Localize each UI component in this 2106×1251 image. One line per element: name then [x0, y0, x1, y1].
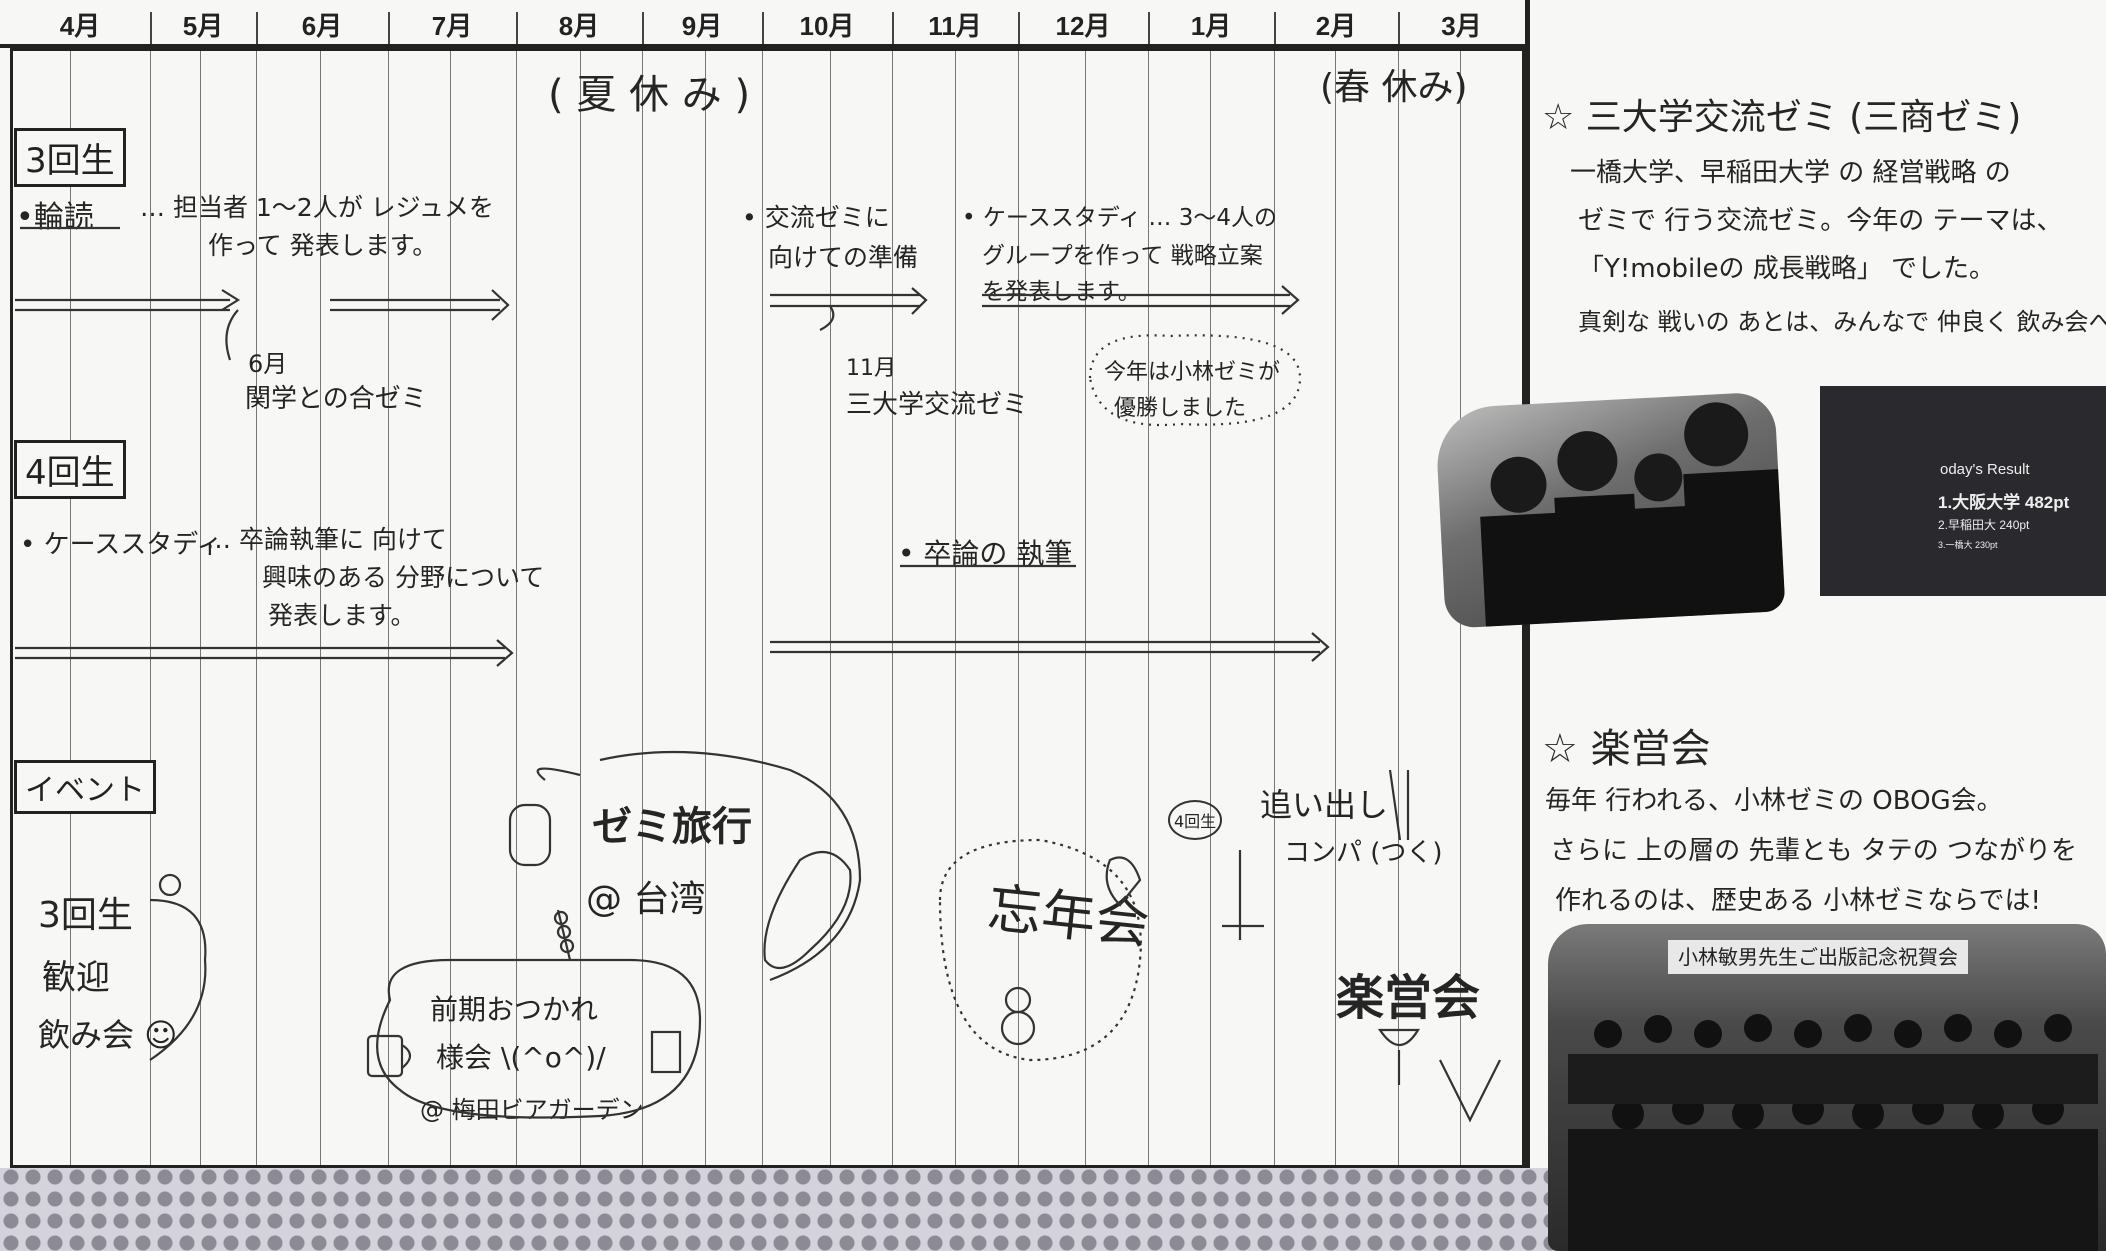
win-bubble-2: 優勝しました [1114, 396, 1247, 421]
welcome-3: 飲み会 ☺ [38, 1016, 178, 1054]
case-study-4-title: • ケーススタディ [20, 530, 223, 560]
kouryu-prep-2: 向けての準備 [768, 243, 919, 272]
case-study-3-1: • ケーススタディ … 3～4人の [962, 205, 1278, 231]
kouryu-text-4: 真剣な 戦いの あとは、みんなで 仲良く 飲み会へ! [1578, 308, 2106, 336]
obog-crowd-silhouettes [1568, 1014, 2098, 1251]
rindoku-desc-1: … 担当者 1～2人が レジュメを [140, 193, 494, 222]
party-3: @ 梅田ビアガーデン [420, 1096, 644, 1124]
month-oct: 10月 [799, 11, 855, 41]
summer-break-label: ( 夏 休 み ) [548, 72, 751, 118]
spring-break-label: (春 休み) [1320, 67, 1468, 108]
trip-title: ゼミ旅行 [592, 804, 752, 850]
month-mar: 3月 [1441, 11, 1482, 41]
celebration-banner: 小林敏男先生ご出版記念祝賀会 [1668, 940, 1968, 974]
month-jul: 7月 [431, 11, 473, 41]
rakueikai-event: 楽営会 [1336, 970, 1481, 1026]
rakueikai-text-3: 作れるのは、歴史ある 小林ゼミならでは! [1555, 886, 2041, 916]
rakueikai-title: ☆ 楽営会 [1542, 726, 1711, 772]
party-1: 前期おつかれ [430, 993, 599, 1026]
timeline-doodles [15, 226, 1501, 1123]
june-note-2: 関学との合ゼミ [245, 384, 427, 414]
thesis-writing: • 卒論の 執筆 [898, 537, 1073, 570]
case-study-3-3: を発表します。 [982, 279, 1141, 305]
month-dec: 12月 [1055, 11, 1111, 41]
kouryu-title: ☆ 三大学交流ゼミ (三商ゼミ) [1542, 97, 2022, 138]
month-aug: 8月 [558, 11, 600, 41]
farewell-badge: 4回生 [1168, 800, 1223, 840]
month-apr: 4月 [59, 11, 101, 41]
result-1: 1.大阪大学 482pt [1938, 493, 2070, 512]
farewell-2: コンパ (つく) [1284, 838, 1443, 868]
kouryu-text-1: 一橋大学、早稲田大学 の 経営戦略 の [1570, 158, 2011, 188]
kouryu-text-3: 「Y!mobileの 成長戦略」 でした。 [1578, 254, 1996, 284]
month-may: 5月 [182, 11, 224, 41]
party-2: 様会 \(^o^)/ [436, 1041, 606, 1074]
welcome-2: 歓迎 [42, 958, 110, 998]
case-study-4-desc-3: 発表します。 [268, 601, 416, 630]
fourth-year-label: 4回生 [14, 440, 126, 499]
month-feb: 2月 [1315, 11, 1357, 41]
kouryu-prep-1: • 交流ゼミに [742, 203, 890, 232]
events-label: イベント [14, 760, 156, 814]
rindoku-title: •輪読 [16, 200, 94, 235]
obog-group-photo: 小林敏男先生ご出版記念祝賀会 [1548, 924, 2106, 1251]
farewell-1: 追い出し [1260, 786, 1389, 824]
welcome-1: 3回生 [38, 895, 133, 936]
nov-note-1: 11月 [846, 356, 896, 381]
rakueikai-text-2: さらに 上の層の 先輩とも タテの つながりを [1550, 836, 2078, 866]
june-note-1: 6月 [248, 350, 288, 378]
kouryu-group-photo [1434, 391, 1786, 629]
result-screen-title: oday's Result [1940, 461, 2030, 478]
nov-note-2: 三大学交流ゼミ [846, 390, 1029, 420]
month-jun: 6月 [301, 11, 343, 41]
third-year-label: 3回生 [14, 128, 126, 187]
month-sep: 9月 [681, 11, 723, 41]
result-2: 2.早稲田大 240pt [1938, 518, 2030, 532]
case-study-3-2: グループを作って 戦略立案 [982, 243, 1263, 269]
result-3: 3.一橋大 230pt [1938, 540, 1998, 550]
case-study-4-desc-1: … 卒論執筆に 向けて [206, 525, 447, 554]
case-study-4-desc-2: 興味のある 分野について [262, 563, 545, 592]
rindoku-desc-2: 作って 発表します。 [208, 231, 438, 260]
win-bubble-1: 今年は小林ゼミが [1104, 360, 1281, 385]
result-screen: oday's Result 1.大阪大学 482pt 2.早稲田大 240pt … [1820, 386, 2106, 596]
trip-place: @ 台湾 [586, 879, 706, 920]
group-photo-silhouettes [1480, 402, 1786, 627]
rakueikai-text-1: 毎年 行われる、小林ゼミの OBOG会。 [1545, 786, 2003, 816]
month-jan: 1月 [1190, 11, 1232, 41]
kouryu-text-2: ゼミで 行う交流ゼミ。今年の テーマは、 [1578, 206, 2063, 236]
month-nov: 11月 [928, 11, 982, 41]
